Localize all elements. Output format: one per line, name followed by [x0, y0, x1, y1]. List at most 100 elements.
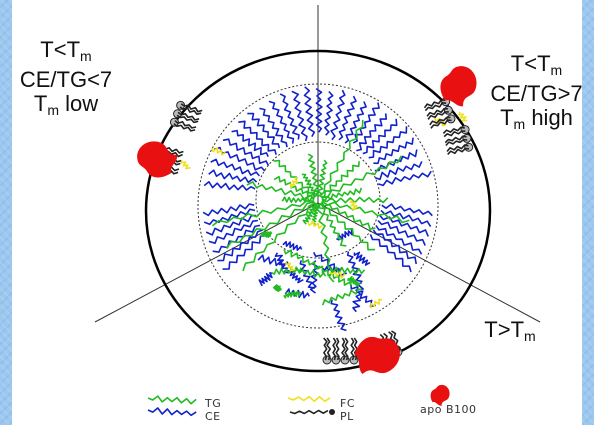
- pl-cluster-bottom-tail: [344, 337, 349, 361]
- label-top-left: T<Tm CE/TG<7 Tm low: [19, 37, 113, 119]
- tg-chain: [318, 203, 347, 247]
- tg-chain: [242, 202, 316, 272]
- pl-cluster-right-low-tail: [447, 147, 470, 155]
- pl-cluster-right-tail: [426, 107, 448, 117]
- pl-cluster-right-tail: [429, 116, 451, 126]
- ce-chain: [282, 240, 303, 251]
- fc-molecule: [329, 271, 346, 279]
- pl-cluster-left-tail: [177, 111, 200, 121]
- ce-chain: [381, 203, 433, 217]
- legend-ce-swatch: [147, 407, 197, 417]
- ce-chain: [352, 102, 380, 144]
- pl-cluster-right-tail: [430, 119, 452, 129]
- ce-chain: [356, 113, 387, 152]
- tg-chain: [307, 153, 320, 197]
- pl-cluster-bottom-tail: [341, 337, 346, 361]
- ce-chain: [217, 229, 263, 262]
- tg-chain: [321, 200, 410, 224]
- ce-chain: [258, 272, 273, 287]
- legend-pl-label: PL: [340, 410, 354, 423]
- ce-chain: [210, 158, 261, 177]
- ce-chain: [353, 251, 371, 266]
- tg-chain: [273, 159, 317, 198]
- ce-chain: [330, 299, 347, 332]
- ce-chain: [375, 224, 423, 255]
- tg-chain: [271, 266, 302, 275]
- ce-chain: [287, 269, 304, 284]
- pl-cluster-left-tail: [176, 114, 199, 124]
- tg-chain: [283, 290, 301, 299]
- pl-cluster-right-low-tail: [445, 138, 468, 147]
- pl-cluster-right-low-tail: [442, 126, 465, 134]
- pl-cluster-right-tail: [427, 111, 449, 120]
- ce-chain: [350, 284, 377, 308]
- tg-chain: [273, 175, 316, 199]
- tg-chain: [316, 159, 328, 197]
- ce-chain: [380, 209, 432, 228]
- pl-cluster-left-tail: [179, 106, 202, 115]
- pl-cluster-right-low-tail: [444, 135, 467, 144]
- label-bottom-right: T>Tm: [484, 317, 536, 345]
- tg-chain: [293, 268, 327, 278]
- ce-chain: [238, 120, 277, 155]
- ce-chain: [372, 229, 417, 265]
- ce-chain: [205, 214, 257, 236]
- legend-ce-label: CE: [205, 410, 221, 423]
- tg-chain: [321, 187, 363, 202]
- pl-cluster-right-head: [443, 105, 453, 115]
- pl-cluster-bottom-tail: [323, 337, 328, 361]
- legend-fc-swatch: [287, 395, 331, 403]
- ce-chain: [279, 93, 300, 140]
- tg-chain: [321, 155, 403, 199]
- legend-fc-label: FC: [340, 397, 356, 410]
- tg-chain: [226, 201, 315, 250]
- fc-molecule: [349, 199, 358, 210]
- diagram-panel: [12, 0, 582, 425]
- pl-cluster-bottom-tail: [350, 337, 355, 361]
- ce-chain: [291, 90, 308, 142]
- apo-b100-right: [440, 66, 477, 107]
- pl-cluster-right-tail: [424, 102, 447, 112]
- tg-chain: [302, 202, 317, 225]
- ce-chain: [346, 251, 363, 283]
- pl-cluster-left-head: [173, 109, 183, 119]
- ce-chain: [315, 87, 323, 133]
- tg-chain: [316, 265, 352, 287]
- tg-chain: [316, 203, 335, 283]
- pl-cluster-bottom-right-tail: [391, 330, 401, 352]
- ce-chain: [222, 233, 266, 270]
- ce-chain: [222, 138, 270, 166]
- pl-cluster-left-tail: [180, 103, 203, 113]
- axis-line-bottom-left: [94, 202, 319, 323]
- ce-chain: [368, 126, 408, 159]
- apo-b100-left: [137, 141, 178, 178]
- legend-pl-swatch: [289, 409, 329, 415]
- ce-chain: [299, 260, 316, 289]
- tg-chain: [301, 173, 318, 197]
- ce-chain: [377, 219, 426, 246]
- fc-molecule: [180, 159, 191, 170]
- tg-chain: [212, 200, 315, 227]
- axis-line-bottom-right: [317, 202, 541, 323]
- pl-cluster-left-tail: [174, 120, 197, 129]
- tg-chain: [319, 119, 364, 197]
- pl-cluster-bottom-tail: [332, 337, 337, 361]
- fc-molecule: [370, 298, 383, 309]
- pl-cluster-bottom-tail: [326, 337, 331, 361]
- ce-chain: [303, 86, 316, 137]
- label-top-right: T<Tm CE/TG>7 Tm high: [490, 51, 583, 133]
- pl-cluster-right-tail: [423, 99, 446, 109]
- legend-apo-swatch: [430, 384, 450, 406]
- ce-chain: [268, 100, 295, 144]
- ce-chain: [330, 89, 346, 141]
- ce-chain: [352, 281, 364, 313]
- pl-cluster-right-head: [446, 114, 456, 124]
- pl-cluster-bottom-tail: [335, 337, 340, 361]
- fc-molecule: [285, 262, 296, 272]
- ce-chain: [369, 234, 412, 273]
- ce-chain: [259, 107, 288, 148]
- ce-chain: [212, 224, 261, 253]
- fc-molecule: [211, 147, 226, 156]
- ce-chain: [374, 149, 418, 172]
